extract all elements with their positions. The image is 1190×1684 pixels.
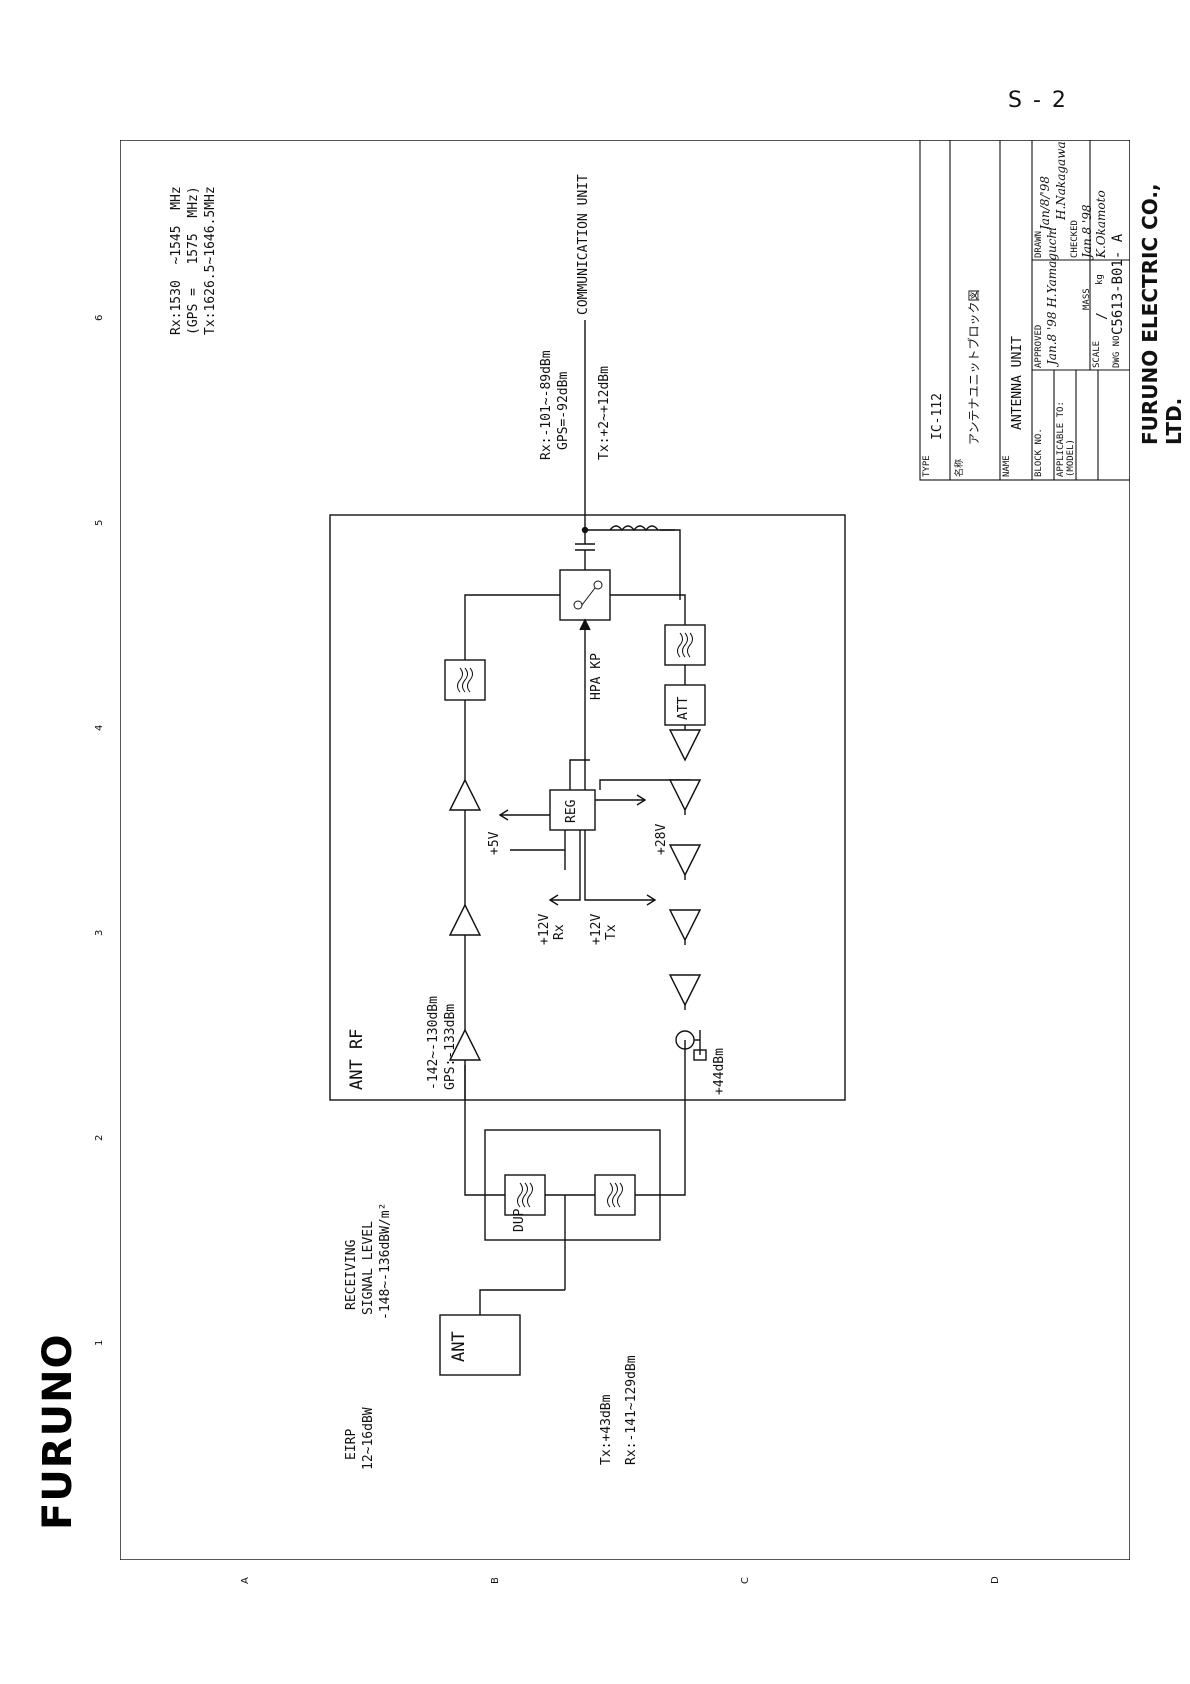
att-label: ATT xyxy=(676,696,691,720)
tb-drawn-by: H.Nakagawa xyxy=(1054,141,1068,220)
ant-rf-label: ANT RF xyxy=(347,1028,367,1090)
power-rx-tag: Rx xyxy=(552,924,567,940)
tb-drawn-date: Jan/8/'98 xyxy=(1038,176,1052,230)
furuno-logo: FURUNO xyxy=(35,1333,81,1530)
tb-type-value: IC-112 xyxy=(930,393,945,440)
grid-number-5: 5 xyxy=(94,519,105,526)
grid-letter-c: C xyxy=(740,1577,751,1584)
rotated-drawing: 1 2 3 4 5 6 A B C D FURUNO FURUNO ELECTR… xyxy=(35,140,1186,1584)
freq-rx: Rx:1530 ~1545 MHz xyxy=(169,186,184,335)
grid-number-1: 1 xyxy=(94,1339,105,1346)
grid-letter-d: D xyxy=(990,1576,1001,1584)
ant-tx-level: Tx:+43dBm xyxy=(599,1394,614,1465)
comm-unit-label: COMMUNICATION UNIT xyxy=(576,174,591,315)
tb-drawn-label: DRAWN xyxy=(1034,230,1044,258)
tb-name-jp-value: アンテナユニットブロック図 xyxy=(967,289,981,445)
eirp-value: 12~16dBW xyxy=(361,1407,376,1470)
ant-label: ANT xyxy=(449,1331,469,1362)
grid-number-4: 4 xyxy=(94,724,105,731)
receiving-line2: SIGNAL LEVEL xyxy=(361,1221,376,1315)
tb-checked-label: CHECKED xyxy=(1070,220,1080,258)
tb-type-label: TYPE xyxy=(922,455,932,477)
tb-model-label: (MODEL) xyxy=(1066,439,1076,477)
tb-dwg-label: DWG NO. xyxy=(1112,330,1122,368)
tb-applicable-label: APPLICABLE TO: xyxy=(1056,401,1066,477)
tb-dwg-value: C5613-B01- A xyxy=(1110,233,1126,335)
freq-tx: Tx:1626.5~1646.5MHz xyxy=(203,186,218,335)
power-28v: +28V xyxy=(654,823,669,855)
tb-approved-value: Jan.8 '98 H.Yamaguchi xyxy=(1045,227,1059,365)
ant-rf-block xyxy=(329,514,846,1101)
reg-label: REG xyxy=(564,799,579,823)
power-5v: +5V xyxy=(487,831,502,855)
grid-letter-b: B xyxy=(490,1577,501,1584)
grid-number-6: 6 xyxy=(94,314,105,321)
power-12v-tx: +12V xyxy=(589,913,604,945)
tb-name-value: ANTENNA UNIT xyxy=(1010,336,1025,430)
tb-mass-unit: kg xyxy=(1095,274,1105,285)
power-tx-tag: Tx xyxy=(604,924,619,940)
comm-rx-level: Rx:-101~-89dBm xyxy=(539,350,554,460)
schematic-lines xyxy=(120,140,1130,1560)
rf-rx-in: -142~-130dBm xyxy=(426,996,441,1090)
tb-checked-value: Jan.8 '98 K.Okamoto xyxy=(1080,190,1108,258)
eirp-label: EIRP xyxy=(344,1428,359,1460)
tb-approved-label: APPROVED xyxy=(1034,324,1044,368)
tb-scale-label: SCALE xyxy=(1092,340,1102,368)
grid-number-3: 3 xyxy=(94,929,105,936)
receiving-line1: RECEIVING xyxy=(344,1239,359,1310)
tb-name-label: NAME xyxy=(1002,455,1012,477)
grid-letter-a: A xyxy=(240,1577,251,1584)
dup-label: DUP xyxy=(512,1208,527,1232)
page-number: S - 2 xyxy=(1008,88,1068,113)
comm-tx-level: Tx:+2~+12dBm xyxy=(597,366,612,460)
reg-block xyxy=(549,789,596,831)
tb-block-label: BLOCK NO. xyxy=(1034,428,1044,477)
ant-rx-level: Rx:-141~129dBm xyxy=(624,1355,639,1465)
dup-block xyxy=(484,1129,661,1241)
tb-name-jp-label: 名称 xyxy=(955,458,965,477)
rf-gps-in: GPS:-133dBm xyxy=(443,1003,458,1090)
company-name: FURUNO ELECTRIC CO., LTD. xyxy=(1138,183,1186,445)
freq-gps: (GPS = 1575 MHz) xyxy=(186,186,201,335)
power-12v-rx: +12V xyxy=(537,913,552,945)
comm-gps-level: GPS=-92dBm xyxy=(556,371,571,450)
receiving-line3: -148~-136dBW/m² xyxy=(378,1202,393,1320)
rf-switch xyxy=(559,569,611,621)
tb-scale-value: / xyxy=(1095,312,1110,320)
rf-tx-out: +44dBm xyxy=(712,1048,727,1095)
hpa-kp-label: HPA KP xyxy=(589,653,604,700)
grid-number-2: 2 xyxy=(94,1134,105,1141)
title-block xyxy=(919,140,1130,481)
tb-mass-label: MASS xyxy=(1082,288,1092,310)
